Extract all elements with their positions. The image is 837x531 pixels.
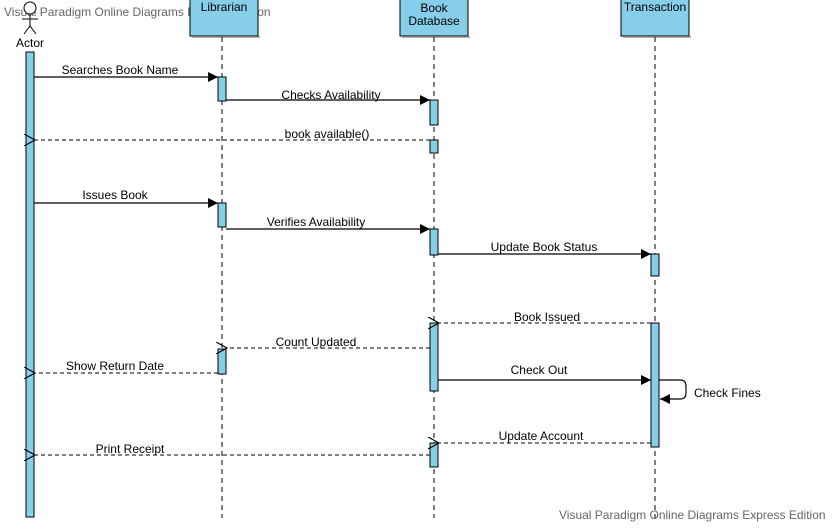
message-label-show-return-date: Show Return Date [66,359,164,373]
librarian-label: Librarian [201,0,248,14]
transaction-activation-bar [650,322,660,448]
transaction-activation-bar [650,253,660,277]
message-label-check-out: Check Out [511,363,568,377]
book-database-label-line2: Database [408,14,460,28]
message-label-print-receipt: Print Receipt [96,442,165,456]
librarian-activation-bar [217,348,227,375]
message-label-book-available: book available() [285,127,370,141]
message-label-update-book-status: Update Book Status [491,240,598,254]
message-label-count-updated: Count Updated [276,335,357,349]
watermark-bottom: Visual Paradigm Online Diagrams Express … [559,508,826,522]
librarian-activation-bar [217,202,227,228]
message-label-checks-availability: Checks Availability [281,88,380,102]
actor-label: Actor [16,36,44,50]
message-label-issues-book: Issues Book [82,188,148,202]
book-database-activation-bar [429,99,439,126]
librarian-box[interactable]: Librarian [189,0,260,38]
transaction-box[interactable]: Transaction [620,0,691,38]
actor-icon[interactable] [22,1,38,35]
message-label-book-issued: Book Issued [514,310,580,324]
message-label-check-fines: Check Fines [694,386,761,400]
transaction-label: Transaction [624,0,686,14]
book-database-label-line1: Book [420,1,448,15]
book-database-box[interactable]: Book Database [399,0,470,38]
message-label-verifies-availability: Verifies Availability [267,215,366,229]
book-database-activation-bar [429,322,439,392]
message-label-searches-book-name: Searches Book Name [62,63,179,77]
message-label-update-account: Update Account [499,429,584,443]
book-database-activation-bar [429,139,439,154]
book-database-activation-bar [429,442,439,468]
librarian-activation-bar [217,76,227,102]
actor-activation-bar [25,51,35,518]
book-database-activation-bar [429,228,439,256]
message-arrow-check-fines [659,379,687,404]
